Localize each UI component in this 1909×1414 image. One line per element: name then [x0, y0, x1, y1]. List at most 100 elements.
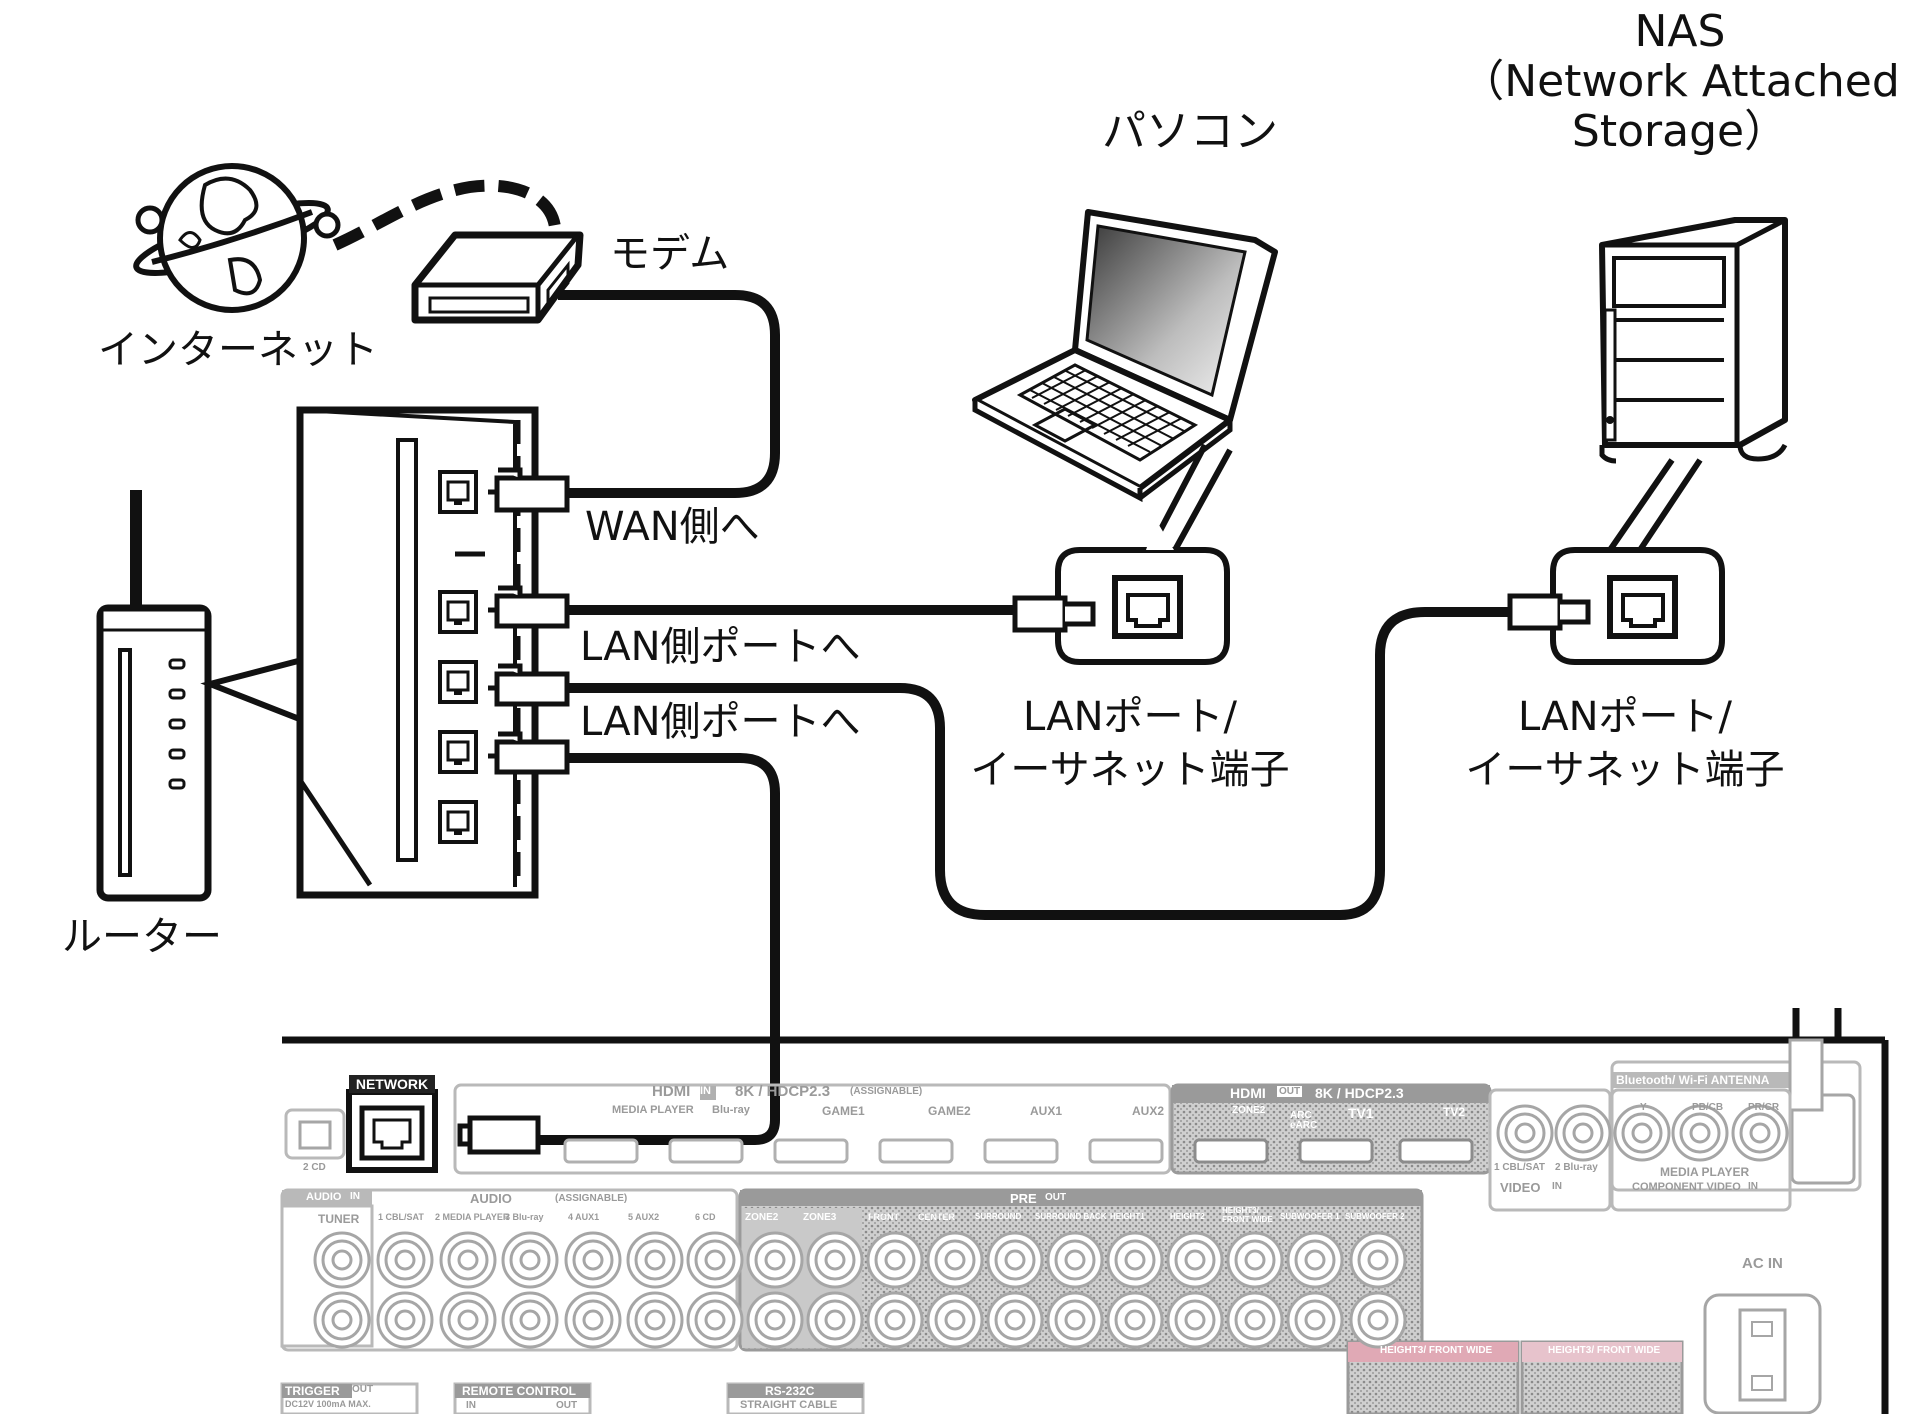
component-media-player: MEDIA PLAYER — [1660, 1165, 1750, 1179]
rca-jack — [626, 1231, 684, 1289]
lan-port-label-2: LAN側ポートへ — [580, 699, 861, 745]
hdmi-port — [773, 1138, 849, 1164]
rca-jack — [1349, 1231, 1407, 1289]
video-input-1: 1 CBL/SAT — [1494, 1162, 1545, 1173]
pc-lan-port-callout — [1055, 520, 1230, 665]
nas-title: NAS — [1634, 6, 1726, 57]
network-port-label: NETWORK — [349, 1075, 435, 1093]
video-tag: IN — [1552, 1181, 1562, 1192]
hdmi-port — [668, 1138, 744, 1164]
pre-zone2: ZONE2 — [745, 1212, 779, 1223]
nas-port-label-line2: イーサネット端子 — [1465, 747, 1785, 793]
rca-jack — [439, 1291, 497, 1349]
video-label: VIDEO — [1500, 1180, 1541, 1195]
hdmi-port — [1298, 1138, 1374, 1164]
rca-jack — [1496, 1104, 1554, 1162]
hdmi-port — [1193, 1138, 1269, 1164]
hdmi-in-spec: 8K / HDCP2.3 — [735, 1083, 831, 1100]
input-bluray: Blu-ray — [712, 1104, 750, 1116]
pre-subwoofer1: SUBWOOFER 1 — [1280, 1212, 1340, 1221]
rca-jack — [1106, 1231, 1164, 1289]
remote-control-label: REMOTE CONTROL — [462, 1384, 576, 1398]
wan-cable — [558, 290, 780, 498]
tuner-label: TUNER — [318, 1212, 360, 1226]
nas-lan-cable — [565, 607, 1510, 920]
rca-jack — [1046, 1291, 1104, 1349]
receiver-lan-cable — [535, 753, 780, 1145]
pre-out-tag: OUT — [1045, 1192, 1067, 1203]
rca-jack — [926, 1291, 984, 1349]
remote-in: IN — [466, 1400, 476, 1411]
nas-title-line2: （Network Attached — [1460, 56, 1900, 107]
rs232c-label: RS-232C — [765, 1384, 815, 1398]
pre-height2: HEIGHT2 — [1170, 1212, 1205, 1221]
hdmi-out-spec: 8K / HDCP2.3 — [1315, 1085, 1404, 1101]
audio-input-4: 4 AUX1 — [568, 1212, 600, 1222]
rca-jack — [1349, 1291, 1407, 1349]
hdmi-out-tag: OUT — [1277, 1086, 1303, 1097]
height3-front-wide-r: HEIGHT3/ FRONT WIDE — [1380, 1345, 1493, 1356]
hdmi-tv1: TV1 — [1348, 1105, 1374, 1121]
hdmi-in-label: HDMI — [652, 1083, 691, 1100]
internet-globe-icon — [133, 163, 341, 313]
pre-surround: SURROUND — [975, 1212, 1022, 1221]
hdmi-tv2: TV2 — [1443, 1105, 1466, 1119]
input-game1: GAME1 — [822, 1104, 865, 1118]
audio-input-2: 2 MEDIA PLAYER — [435, 1212, 510, 1222]
input-media-player: MEDIA PLAYER — [612, 1104, 694, 1116]
rca-jack — [1554, 1104, 1612, 1162]
audio-input-3: 3 Blu-ray — [505, 1212, 544, 1222]
hdmi-port — [1088, 1138, 1164, 1164]
rca-jack — [986, 1231, 1044, 1289]
modem-icon — [411, 231, 584, 324]
rca-jack — [1226, 1291, 1284, 1349]
router-lan-port-4 — [438, 800, 478, 844]
hdmi-zone2: ZONE2 — [1232, 1105, 1266, 1116]
rca-jack — [1286, 1231, 1344, 1289]
pc-plug — [1012, 595, 1096, 633]
router-plugs — [488, 467, 570, 775]
hdmi-port — [1398, 1138, 1474, 1164]
nas-plug — [1507, 593, 1591, 631]
internet-label: インターネット — [98, 327, 378, 373]
rca-jack — [501, 1291, 559, 1349]
rca-jack — [926, 1231, 984, 1289]
rca-jack — [806, 1231, 864, 1289]
remote-out: OUT — [556, 1400, 578, 1411]
router-lan-port-3 — [438, 730, 478, 774]
hdmi-port — [563, 1138, 639, 1164]
wan-label: WAN側へ — [585, 504, 760, 550]
pre-zone3: ZONE3 — [803, 1212, 837, 1223]
rca-jack — [376, 1291, 434, 1349]
lan-port-label-1: LAN側ポートへ — [580, 624, 861, 670]
rca-jack — [746, 1231, 804, 1289]
rca-jack — [1671, 1104, 1729, 1162]
trigger-label: TRIGGER — [285, 1384, 340, 1398]
input-aux1: AUX1 — [1030, 1104, 1063, 1118]
hdmi-earc: eARC — [1290, 1120, 1318, 1131]
laptop-icon — [972, 209, 1278, 503]
pre-surround-back: SURROUND BACK — [1035, 1212, 1107, 1221]
nas-lan-port-callout — [1550, 547, 1725, 665]
audio-in-label: AUDIO — [306, 1191, 342, 1203]
internet-connection-dashed-line — [332, 179, 562, 251]
audio-input-5: 5 AUX2 — [628, 1212, 660, 1222]
trigger-spec: DC12V 100mA MAX. — [285, 1399, 371, 1409]
trigger-tag: OUT — [352, 1384, 374, 1395]
hdmi-port — [878, 1138, 954, 1164]
pre-center: CENTER — [918, 1212, 956, 1222]
pre-height1: HEIGHT1 — [1110, 1212, 1145, 1221]
rca-jack — [1106, 1291, 1164, 1349]
audio-assignable-label: AUDIO — [470, 1191, 512, 1206]
pre-front: FRONT — [868, 1212, 899, 1222]
hdmi-assignable: (ASSIGNABLE) — [850, 1086, 923, 1097]
modem-label: モデム — [610, 231, 730, 277]
hdmi-port — [983, 1138, 1059, 1164]
rca-jack — [313, 1291, 371, 1349]
ac-in-label: AC IN — [1742, 1255, 1783, 1272]
zoom-pointer — [200, 656, 305, 725]
audio-input-6: 6 CD — [695, 1212, 716, 1222]
pc-label: パソコン — [1102, 106, 1278, 157]
pc-port-label-line2: イーサネット端子 — [970, 747, 1290, 793]
